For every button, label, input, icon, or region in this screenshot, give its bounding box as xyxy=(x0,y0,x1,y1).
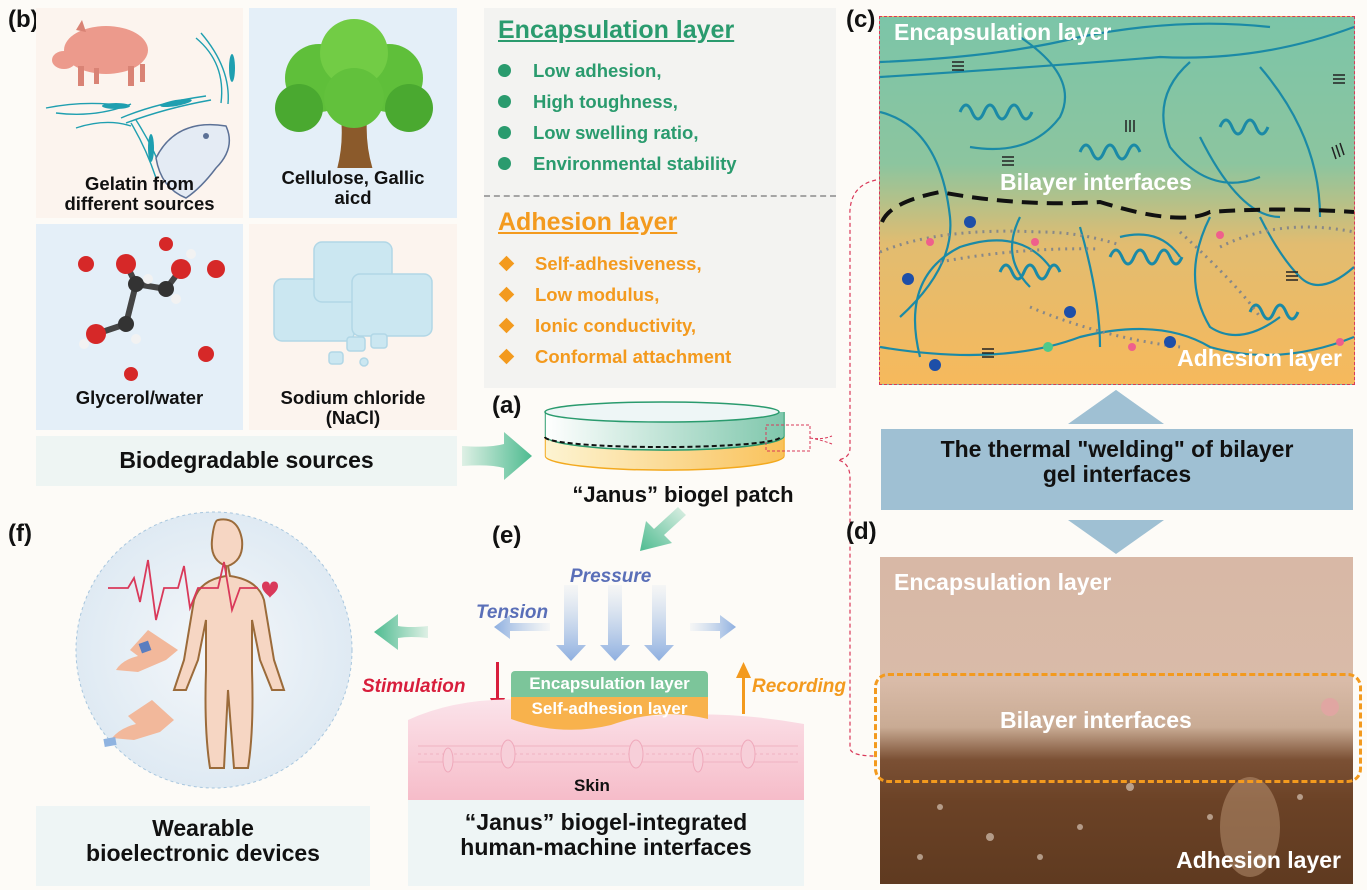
arrow-to-wearables-icon xyxy=(374,614,428,650)
glycerol-card: Glycerol/water xyxy=(36,224,243,430)
microscope-photo: Encapsulation layer Bilayer interfaces A… xyxy=(880,557,1353,884)
panel-c-label: (c) xyxy=(846,6,876,33)
d-adhesion-label: Adhesion layer xyxy=(1176,847,1341,873)
encapsulation-property: High toughness, xyxy=(498,86,737,117)
adhesion-property: Low modulus, xyxy=(498,279,731,310)
gelatin-caption-line1: Gelatin from xyxy=(85,173,194,194)
arrow-patch-to-interface-icon xyxy=(640,507,686,551)
tension-arrow-right xyxy=(690,615,736,639)
encapsulation-title: Encapsulation layer xyxy=(498,16,735,44)
janus-patch-caption: “Janus” biogel patch xyxy=(572,482,794,507)
wearable-caption-line1: Wearable xyxy=(152,815,254,841)
bilayer-highlight-box xyxy=(874,673,1362,783)
callout-connector xyxy=(837,179,877,757)
network-schematic: Encapsulation layer Bilayer interfaces A… xyxy=(879,16,1355,385)
tension-label: Tension xyxy=(476,602,549,623)
self-adhesion-layer-shape xyxy=(511,697,708,730)
bullet-dot-icon xyxy=(498,95,511,108)
heart-icon xyxy=(262,581,278,598)
tree-icon xyxy=(275,19,433,176)
stimulation-label: Stimulation xyxy=(362,676,466,697)
welding-double-arrow-icon xyxy=(881,390,1353,554)
hand-with-sensor-icon xyxy=(116,630,178,672)
recording-arrow-icon xyxy=(736,662,751,714)
skin-label: Skin xyxy=(574,776,610,795)
hmi-caption-line2: human-machine interfaces xyxy=(460,834,752,861)
bullet-dot-icon xyxy=(498,126,511,139)
hmi-caption-box: “Janus” biogel-integrated human-machine … xyxy=(408,800,804,886)
polymer-network-illustration xyxy=(880,22,1354,371)
welding-line2: gel interfaces xyxy=(1042,461,1192,488)
skin-illustration xyxy=(408,699,804,800)
biodegradable-sources-banner: Biodegradable sources xyxy=(36,436,457,486)
divider xyxy=(484,195,836,197)
cellulose-caption-line2: aicd xyxy=(334,187,372,209)
panel-b-label: (b) xyxy=(8,6,39,33)
nacl-caption-line1: Sodium chloride xyxy=(280,387,426,408)
glycerol-caption: Glycerol/water xyxy=(75,387,204,408)
hmi-caption-line1: “Janus” biogel-integrated xyxy=(464,809,748,835)
c-bilayer-label: Bilayer interfaces xyxy=(1000,169,1192,195)
hand-with-sensor-icon xyxy=(103,700,174,747)
biodegradable-sources-label: Biodegradable sources xyxy=(119,447,374,473)
pressure-arrow xyxy=(644,585,674,661)
cellulose-caption-line1: Cellulose, Gallic xyxy=(281,167,425,188)
bullet-dot-icon xyxy=(498,157,511,170)
bullet-dot-icon xyxy=(498,64,511,77)
pressure-label: Pressure xyxy=(570,566,652,587)
panel-d-label: (d) xyxy=(846,518,877,545)
adhesion-property: Ionic conductivity, xyxy=(498,310,731,341)
photo-speckles xyxy=(917,698,1339,877)
glycerol-molecule-icon xyxy=(78,237,225,381)
cellulose-card: Cellulose, Gallic aicd xyxy=(249,8,457,218)
force-arrows-icon xyxy=(494,585,736,661)
encapsulation-layer-block: Encapsulation layer xyxy=(511,671,708,697)
adhesion-property: Self-adhesiveness, xyxy=(498,248,731,279)
panel-e-label: (e) xyxy=(492,522,522,549)
recording-label: Recording xyxy=(752,676,846,697)
encapsulation-property: Low adhesion, xyxy=(498,55,737,86)
arrow-to-patch-icon xyxy=(462,432,532,480)
panel-f-label: (f) xyxy=(8,520,32,547)
wearable-illustration xyxy=(75,511,353,789)
welding-line1: The thermal "welding" of bilayer xyxy=(940,436,1294,462)
d-encapsulation-label: Encapsulation layer xyxy=(894,569,1112,595)
adhesion-property: Conformal attachment xyxy=(498,341,731,372)
gelatin-card: Gelatin from different sources xyxy=(36,8,243,218)
nacl-caption-line2: (NaCl) xyxy=(325,407,381,429)
d-bilayer-label: Bilayer interfaces xyxy=(1000,707,1192,733)
encapsulation-property: Environmental stability xyxy=(498,148,737,179)
salt-crystal-icon xyxy=(273,241,433,367)
pressure-arrow xyxy=(600,585,630,661)
bullet-diamond-icon xyxy=(498,348,515,365)
adhesion-title: Adhesion layer xyxy=(498,208,678,236)
nacl-card: Sodium chloride (NaCl) xyxy=(249,224,457,430)
tension-arrow-left xyxy=(494,615,550,639)
pig-icon xyxy=(52,20,148,86)
self-adhesion-layer-label: Self-adhesion layer xyxy=(531,699,688,718)
bullet-diamond-icon xyxy=(498,286,515,303)
bullet-diamond-icon xyxy=(498,317,515,334)
gelatin-caption-line2: different sources xyxy=(64,193,215,215)
adhesion-property-list: Self-adhesiveness, Low modulus, Ionic co… xyxy=(498,248,731,372)
fish-icon xyxy=(155,123,231,199)
ecg-waveform-icon xyxy=(108,559,258,621)
bullet-diamond-icon xyxy=(498,255,515,272)
janus-patch-illustration xyxy=(544,401,833,471)
c-encapsulation-label: Encapsulation layer xyxy=(894,19,1112,45)
panel-a-label: (a) xyxy=(492,392,522,419)
properties-box: Encapsulation layer Low adhesion, High t… xyxy=(484,8,836,388)
encapsulation-property-list: Low adhesion, High toughness, Low swelli… xyxy=(498,55,737,179)
encapsulation-property: Low swelling ratio, xyxy=(498,117,737,148)
pressure-arrow xyxy=(556,585,586,661)
gelatin-illustration xyxy=(45,20,235,199)
wearable-caption-box: Wearable bioelectronic devices xyxy=(36,806,370,886)
human-body-icon xyxy=(172,518,286,769)
wearable-caption-line2: bioelectronic devices xyxy=(86,840,320,867)
c-adhesion-label: Adhesion layer xyxy=(1177,345,1342,371)
